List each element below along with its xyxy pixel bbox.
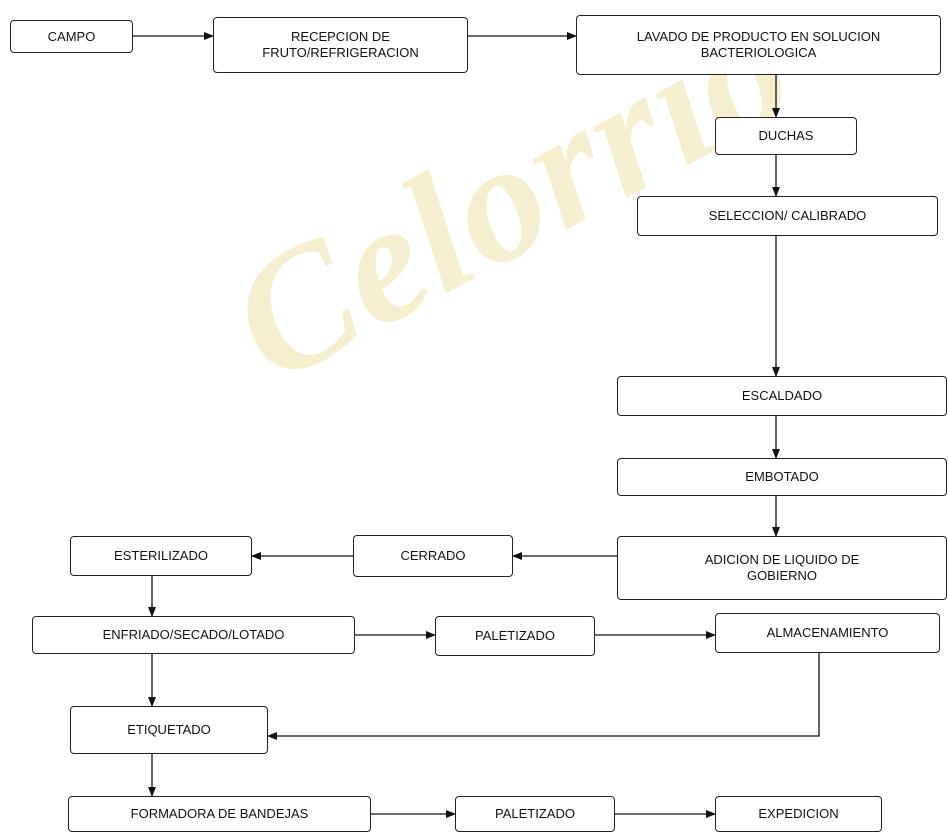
node-almacenamiento: ALMACENAMIENTO xyxy=(715,613,940,653)
node-duchas: DUCHAS xyxy=(715,117,857,155)
node-enfriado: ENFRIADO/SECADO/LOTADO xyxy=(32,616,355,654)
node-escaldado: ESCALDADO xyxy=(617,376,947,416)
node-adicion: ADICION DE LIQUIDO DE GOBIERNO xyxy=(617,536,947,600)
node-expedicion: EXPEDICION xyxy=(715,796,882,832)
node-paletizado1: PALETIZADO xyxy=(435,616,595,656)
node-lavado: LAVADO DE PRODUCTO EN SOLUCION BACTERIOL… xyxy=(576,15,941,75)
arrow-almacenamiento-to-etiquetado xyxy=(267,653,820,740)
node-paletizado2: PALETIZADO xyxy=(455,796,615,832)
node-formadora: FORMADORA DE BANDEJAS xyxy=(68,796,371,832)
node-cerrado: CERRADO xyxy=(353,535,513,577)
node-embotado: EMBOTADO xyxy=(617,458,947,496)
node-esterilizado: ESTERILIZADO xyxy=(70,536,252,576)
node-campo: CAMPO xyxy=(10,20,133,53)
node-etiquetado: ETIQUETADO xyxy=(70,706,268,754)
node-recepcion: RECEPCION DE FRUTO/REFRIGERACION xyxy=(213,17,468,73)
node-seleccion: SELECCION/ CALIBRADO xyxy=(637,196,938,236)
